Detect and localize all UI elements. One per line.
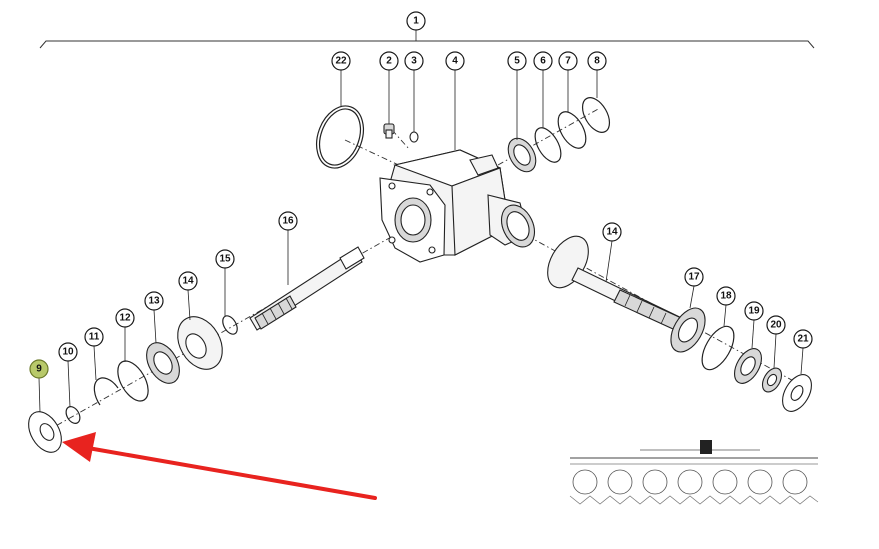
svg-text:5: 5: [514, 56, 520, 67]
leader-lines: [38, 30, 804, 413]
part-12-ring: [117, 360, 149, 402]
callout-2: 2: [379, 51, 399, 71]
part-3-washer: [409, 131, 419, 143]
svg-text:1: 1: [413, 16, 419, 27]
part-9-seal: [28, 411, 62, 453]
part-17-bearing: [670, 307, 706, 353]
callout-8: 8: [587, 51, 607, 71]
callout-16: 16: [278, 211, 298, 231]
svg-text:13: 13: [148, 296, 160, 307]
part-4-gearbox-housing: [379, 149, 536, 263]
callout-4: 4: [445, 51, 465, 71]
svg-text:11: 11: [89, 332, 100, 343]
machine-thumbnail-image: [566, 440, 822, 506]
svg-text:14: 14: [182, 276, 194, 287]
callout-14-left: 14: [178, 271, 198, 291]
svg-text:9: 9: [36, 364, 42, 375]
part-14-bevel-gear-left: [177, 316, 223, 370]
callout-12: 12: [115, 308, 135, 328]
callout-14-right: 14: [602, 222, 622, 242]
callout-18: 18: [716, 286, 736, 306]
svg-text:15: 15: [219, 254, 231, 265]
callout-19: 19: [744, 301, 764, 321]
callout-10: 10: [58, 342, 78, 362]
part-11-circlip: [93, 377, 119, 406]
svg-text:7: 7: [565, 56, 571, 67]
svg-text:3: 3: [411, 56, 417, 67]
callout-3: 3: [404, 51, 424, 71]
callout-5: 5: [507, 51, 527, 71]
callout-11: 11: [84, 327, 104, 347]
svg-text:8: 8: [594, 56, 600, 67]
part-7-circlip: [557, 111, 587, 149]
callout-7: 7: [558, 51, 578, 71]
part-6-ring: [534, 127, 562, 163]
part-18-ring: [701, 325, 735, 371]
callout-1: 1: [406, 11, 426, 31]
callout-17: 17: [684, 267, 704, 287]
part-13-bearing: [146, 342, 180, 384]
axis-bolt-2: [391, 129, 411, 151]
callout-21: 21: [793, 329, 813, 349]
svg-text:17: 17: [688, 272, 700, 283]
callout-6: 6: [533, 51, 553, 71]
part-20-nut: [761, 367, 783, 393]
svg-text:22: 22: [335, 56, 347, 67]
svg-text:20: 20: [770, 320, 782, 331]
svg-text:10: 10: [62, 347, 74, 358]
part-10-ring: [65, 406, 81, 424]
callout-13: 13: [144, 291, 164, 311]
svg-text:16: 16: [282, 216, 294, 227]
part-2-plug: [383, 123, 395, 139]
callout-22: 22: [331, 51, 351, 71]
svg-text:18: 18: [720, 291, 732, 302]
part-15-circlip: [222, 315, 238, 335]
svg-text:12: 12: [119, 313, 131, 324]
part-16-shaft: [249, 246, 365, 331]
part-19-bearing: [733, 348, 763, 384]
part-21-seal: [782, 374, 812, 412]
svg-text:6: 6: [540, 56, 546, 67]
assembly-bracket: [39, 40, 815, 49]
callout-9: 9: [29, 359, 49, 379]
part-5-bearing: [507, 137, 537, 173]
red-arrow-icon: [62, 432, 377, 500]
callout-15: 15: [215, 249, 235, 269]
svg-text:21: 21: [797, 334, 809, 345]
svg-text:4: 4: [452, 56, 458, 67]
svg-text:19: 19: [748, 306, 760, 317]
part-8-ring: [581, 97, 611, 133]
svg-text:2: 2: [386, 56, 392, 67]
svg-text:14: 14: [606, 227, 618, 238]
part-14-bevel-gear-right: [547, 235, 691, 335]
part-22-oring: [316, 105, 364, 169]
callout-20: 20: [766, 315, 786, 335]
